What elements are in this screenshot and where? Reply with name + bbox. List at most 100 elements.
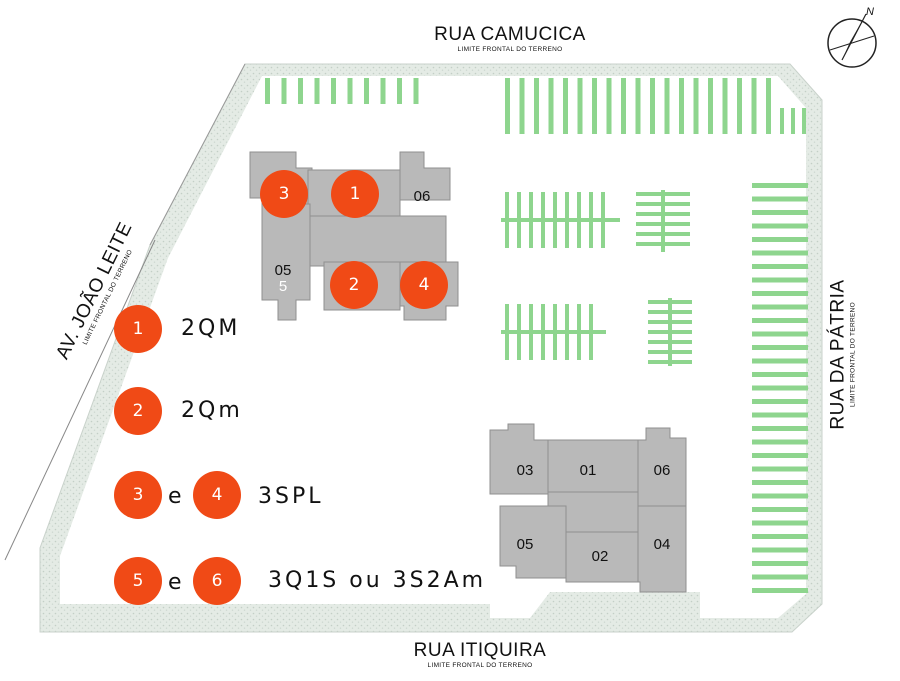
parking-stall — [281, 78, 287, 104]
parking-stall — [265, 78, 270, 104]
parking-stall — [563, 78, 568, 134]
parking-stall — [519, 78, 525, 134]
parking-stall — [347, 78, 353, 104]
legend-connector: e — [168, 570, 182, 595]
parking-stall — [501, 218, 620, 222]
legend-code: 3SPL — [258, 484, 324, 509]
parking-row-north-a — [265, 78, 419, 104]
parking-stall — [501, 330, 606, 334]
parking-stall — [752, 223, 808, 229]
parking-stall — [298, 78, 303, 104]
street-south-sub: LIMITE FRONTAL DO TERRENO — [427, 662, 533, 669]
parking-stall — [635, 78, 641, 134]
legend-marker: 5 — [114, 557, 162, 605]
parking-stall — [650, 78, 655, 134]
parking-stall — [766, 78, 771, 134]
parking-stall — [548, 78, 554, 134]
legend-marker: 3 — [114, 471, 162, 519]
parking-row-east — [752, 183, 808, 593]
parking-stall — [752, 345, 808, 350]
avenue-edge — [4, 239, 156, 561]
unit-label: 06 — [413, 188, 431, 205]
parking-row-north-b — [505, 78, 806, 134]
parking-stall — [780, 108, 784, 134]
unit-label: 04 — [653, 536, 671, 553]
parking-stall — [752, 291, 808, 296]
parking-stall — [505, 78, 510, 134]
parking-stall — [752, 561, 808, 566]
parking-stall — [314, 78, 320, 104]
parking-stall — [752, 412, 808, 418]
parking-stall — [752, 547, 808, 553]
parking-stall — [752, 480, 808, 485]
parking-stall — [664, 78, 670, 134]
lawn-strip-bottom — [60, 604, 490, 618]
street-north: RUA CAMUCICA LIMITE FRONTAL DO TERRENO — [380, 24, 640, 53]
parking-stall — [413, 78, 419, 104]
parking-stall — [693, 78, 699, 134]
unit-marker[interactable]: 4 — [400, 261, 448, 309]
parking-stall — [752, 264, 808, 269]
parking-stall — [751, 78, 757, 134]
unit-marker[interactable]: 2 — [330, 261, 378, 309]
parking-stall — [534, 78, 539, 134]
unit-marker[interactable]: 1 — [331, 170, 379, 218]
parking-stall — [752, 196, 808, 202]
unit-label: 02 — [591, 548, 609, 565]
parking-stall — [752, 237, 808, 242]
parking-stall — [752, 588, 808, 593]
parking-stall — [668, 298, 672, 366]
parking-stall — [722, 78, 728, 134]
legend-connector: e — [168, 484, 182, 509]
parking-stall — [752, 520, 808, 526]
parking-stall — [331, 78, 336, 104]
unit-marker[interactable]: 3 — [260, 170, 308, 218]
unit-label: 06 — [653, 462, 671, 479]
legend-code: 2QM — [181, 316, 241, 341]
parking-stall — [752, 399, 808, 404]
street-east-name: RUA DA PÁTRIA — [827, 279, 849, 430]
parking-stall — [752, 439, 808, 445]
parking-stall — [679, 78, 684, 134]
street-east-sub: LIMITE FRONTAL DO TERRENO — [849, 302, 857, 407]
parking-stall — [606, 78, 612, 134]
unit-label: 01 — [579, 462, 597, 479]
legend-marker: 4 — [193, 471, 241, 519]
parking-stall — [752, 183, 808, 188]
parking-row-middle — [501, 190, 692, 366]
tower-b-footprint — [489, 423, 687, 593]
parking-stall — [752, 493, 808, 499]
unit-label: 03 — [516, 462, 534, 479]
parking-stall — [752, 574, 808, 580]
parking-stall — [752, 426, 808, 431]
parking-stall — [752, 358, 808, 364]
parking-stall — [752, 385, 808, 391]
unit-label: 05 — [274, 262, 292, 279]
paved-area — [60, 76, 806, 618]
legend-code: 3Q1S ou 3S2Am — [268, 568, 487, 593]
parking-stall — [752, 250, 808, 256]
compass-north-label: N — [866, 6, 874, 18]
parking-stall — [752, 372, 808, 377]
parking-stall — [364, 78, 369, 104]
parking-stall — [708, 78, 713, 134]
parking-stall — [752, 304, 808, 310]
legend-marker: 2 — [114, 387, 162, 435]
legend-marker: 1 — [114, 305, 162, 353]
parking-stall — [737, 78, 742, 134]
parking-stall — [752, 210, 808, 215]
parking-stall — [621, 78, 626, 134]
parking-stall — [661, 190, 665, 252]
street-north-sub: LIMITE FRONTAL DO TERRENO — [457, 46, 563, 53]
parking-stall — [752, 318, 808, 323]
parking-stall — [752, 507, 808, 512]
legend-code: 2Qm — [181, 398, 243, 423]
parking-stall — [752, 534, 808, 539]
compass-icon — [827, 13, 877, 68]
street-east: RUA DA PÁTRIA LIMITE FRONTAL DO TERRENO — [828, 255, 857, 455]
street-south-name: RUA ITIQUIRA — [413, 640, 547, 661]
street-south: RUA ITIQUIRA LIMITE FRONTAL DO TERRENO — [350, 640, 610, 669]
parking-stall — [592, 78, 597, 134]
street-north-name: RUA CAMUCICA — [434, 24, 586, 45]
parking-stall — [577, 78, 583, 134]
